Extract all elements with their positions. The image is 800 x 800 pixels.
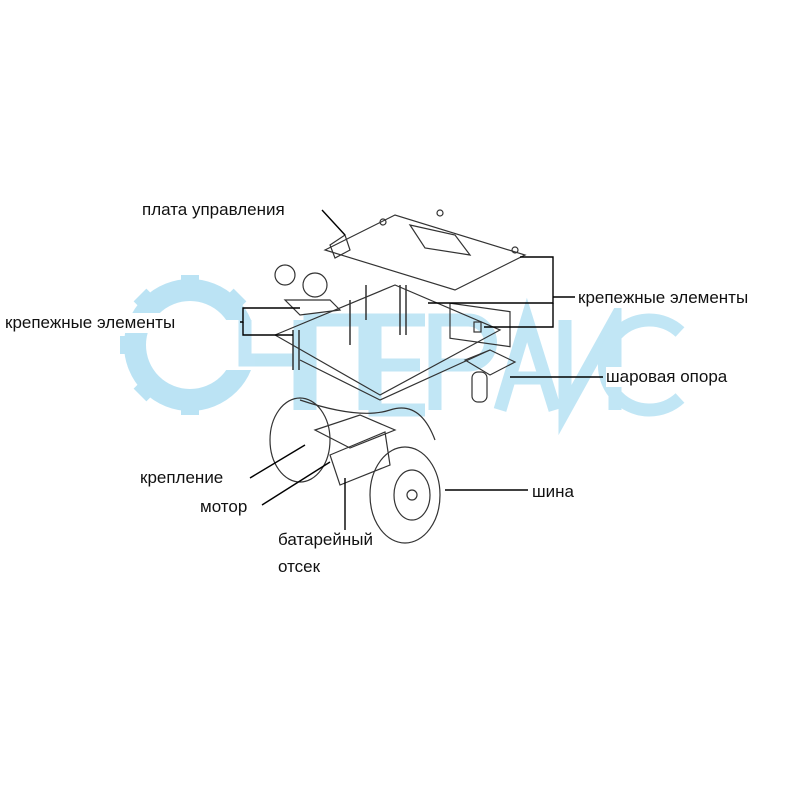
label-fasteners-right: крепежные элементы (578, 288, 749, 308)
label-ball-caster: шаровая опора (606, 367, 728, 387)
motor (313, 414, 397, 449)
left-wheel (269, 397, 331, 483)
label-control-board: плата управления (142, 200, 285, 220)
control-board (323, 214, 527, 291)
battery-box (329, 431, 391, 486)
right-wheel (369, 446, 441, 544)
label-fasteners-left: крепежные элементы (5, 313, 176, 333)
chassis-plate (273, 284, 502, 396)
label-mount: крепление (140, 468, 224, 488)
label-motor: мотор (200, 497, 248, 517)
label-tire: шина (532, 482, 574, 502)
label-battery-line2: отсек (278, 557, 321, 577)
label-battery-line1: батарейный (278, 530, 373, 550)
ball-caster (463, 349, 517, 376)
leader-lines (240, 209, 603, 530)
